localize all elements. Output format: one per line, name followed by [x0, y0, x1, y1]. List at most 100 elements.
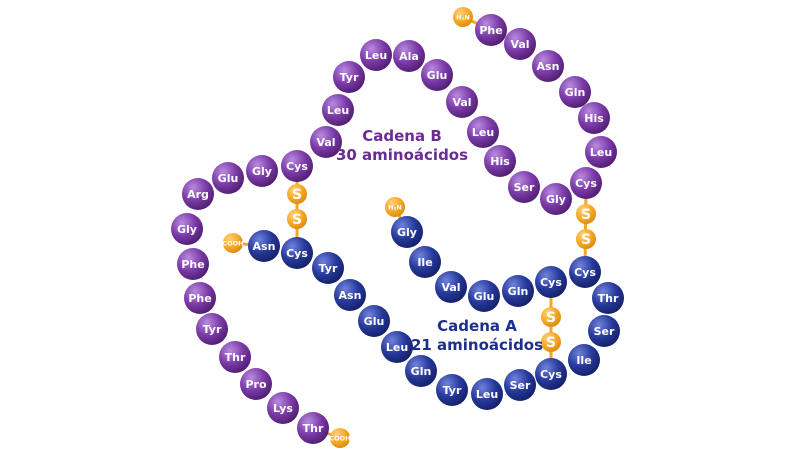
chain-a-c-terminal-circle — [223, 233, 243, 253]
chain-b-residue-circle — [508, 171, 540, 203]
chain-b-residue-label: Asn — [537, 60, 560, 73]
chain-a-residue-circle — [568, 344, 600, 376]
chain-b-residue-circle — [532, 50, 564, 82]
disulfide-sulfur-label: S — [546, 335, 556, 351]
disulfide-sulfur-circle — [287, 209, 307, 229]
chain-a-residue: Leu — [381, 331, 413, 363]
chain-b-residue-label: Ala — [399, 50, 419, 63]
chain-b-residue-circle — [297, 412, 329, 444]
chain-a-residue-circle — [468, 280, 500, 312]
chain-b-c-terminal: COOH — [329, 428, 351, 448]
chain-b-residue-label: Thr — [225, 351, 246, 364]
chain-a-residue-label: Gly — [397, 226, 417, 239]
chain-a-residue: Ile — [568, 344, 600, 376]
chain-b-residue-circle — [322, 94, 354, 126]
chain-b-residue-label: Ser — [514, 181, 535, 194]
chain-b-residue: Phe — [475, 14, 507, 46]
chain-b-residue-circle — [177, 248, 209, 280]
disulfide-sulfur-circle — [287, 184, 307, 204]
disulfide-sulfur: S — [541, 332, 561, 352]
chain-a-residue: Ile — [409, 246, 441, 278]
chain-b-residue-label: Leu — [365, 49, 387, 62]
chain-a-residue: Glu — [358, 305, 390, 337]
chain-b-residue-circle — [184, 282, 216, 314]
chain-b-residue: Leu — [467, 116, 499, 148]
chain-b-residue: Val — [504, 28, 536, 60]
chain-a-residue: Cys — [535, 358, 567, 390]
chain-b-residue-circle — [246, 155, 278, 187]
chain-b-residue: Val — [310, 126, 342, 158]
chain-b-residue: Leu — [585, 136, 617, 168]
chain-a-residue-circle — [381, 331, 413, 363]
chain-a-residue: Glu — [468, 280, 500, 312]
chain-b-residue-label: Glu — [427, 69, 448, 82]
chain-b-residue: Phe — [177, 248, 209, 280]
chain-b-residue-circle — [585, 136, 617, 168]
chain-b-residue-label: Val — [510, 38, 529, 51]
chain-a-residue-label: Ser — [510, 379, 531, 392]
chain-a-residue-circle — [409, 246, 441, 278]
chain-a-residue-label: Ser — [594, 325, 615, 338]
chain-a-residue-label: Val — [441, 281, 460, 294]
chain-b-residue-circle — [212, 162, 244, 194]
chain-b-residue: Phe — [184, 282, 216, 314]
chain-a-residue: Tyr — [436, 374, 468, 406]
chain-b-residue-circle — [484, 145, 516, 177]
disulfide-sulfur-label: S — [581, 232, 591, 248]
disulfide-sulfur: S — [576, 229, 596, 249]
disulfide-sulfur-circle — [576, 204, 596, 224]
chain-b-residue: Gly — [171, 213, 203, 245]
chain-b-residue-label: Phe — [188, 292, 211, 305]
chain-b-residue-label: Gly — [546, 193, 566, 206]
chain-a-residue-label: Asn — [253, 240, 276, 253]
disulfide-sulfur-circle — [541, 332, 561, 352]
chain-a-residue-label: Leu — [386, 341, 408, 354]
chain-a-residue-circle — [502, 275, 534, 307]
chain-b-residue-circle — [559, 76, 591, 108]
chain-b-residue-circle — [421, 59, 453, 91]
chain-b-residue: Asn — [532, 50, 564, 82]
chain-b-residue-label: Pro — [245, 378, 266, 391]
chain-b-residue: His — [484, 145, 516, 177]
chain-b-c-terminal-circle — [330, 428, 350, 448]
chain-b-residue-label: Tyr — [203, 323, 222, 336]
chain-b-residue-label: Thr — [303, 422, 324, 435]
chain-b-residue: Glu — [421, 59, 453, 91]
chain-b-residue-circle — [281, 150, 313, 182]
chain-b-n-terminal-label: H₂N — [456, 14, 470, 22]
chain-b-residue: Glu — [212, 162, 244, 194]
chain-b-residue-label: Tyr — [340, 71, 359, 84]
chain-a-title: Cadena A — [437, 317, 517, 335]
chain-b-residue-label: His — [584, 112, 604, 125]
chain-a-residue-circle — [504, 369, 536, 401]
chain-b-residue-circle — [393, 40, 425, 72]
chain-b-residue-circle — [467, 116, 499, 148]
chain-a-residue-circle — [471, 378, 503, 410]
chain-b-residue-circle — [475, 14, 507, 46]
disulfide-sulfur: S — [541, 307, 561, 327]
disulfide-sulfur-circle — [541, 307, 561, 327]
chain-b-residue-circle — [182, 178, 214, 210]
chain-a-residue-label: Thr — [598, 292, 619, 305]
chain-a-residue-circle — [334, 279, 366, 311]
chain-a-residue: Val — [435, 271, 467, 303]
disulfide-sulfur-label: S — [581, 207, 591, 223]
chain-b-residue-circle — [267, 392, 299, 424]
chain-a-residue-circle — [281, 237, 313, 269]
chain-b-residue-circle — [540, 183, 572, 215]
chain-b-residue-label: Val — [316, 136, 335, 149]
disulfide-sulfur-circle — [576, 229, 596, 249]
disulfide-sulfur-label: S — [546, 310, 556, 326]
chain-b-residue-circle — [360, 39, 392, 71]
chain-a-residue-circle — [436, 374, 468, 406]
chain-b-residue: Cys — [570, 167, 602, 199]
chain-b-residue: Pro — [240, 368, 272, 400]
chain-b-residue-circle — [333, 61, 365, 93]
chain-a-residue-label: Ile — [576, 354, 591, 367]
chain-b-residue: Tyr — [333, 61, 365, 93]
chain-a-subtitle: 21 aminoácidos — [411, 336, 543, 354]
chain-b-residue-label: Val — [452, 96, 471, 109]
chain-b-residue-circle — [171, 213, 203, 245]
chain-b-title: Cadena B — [362, 127, 442, 145]
